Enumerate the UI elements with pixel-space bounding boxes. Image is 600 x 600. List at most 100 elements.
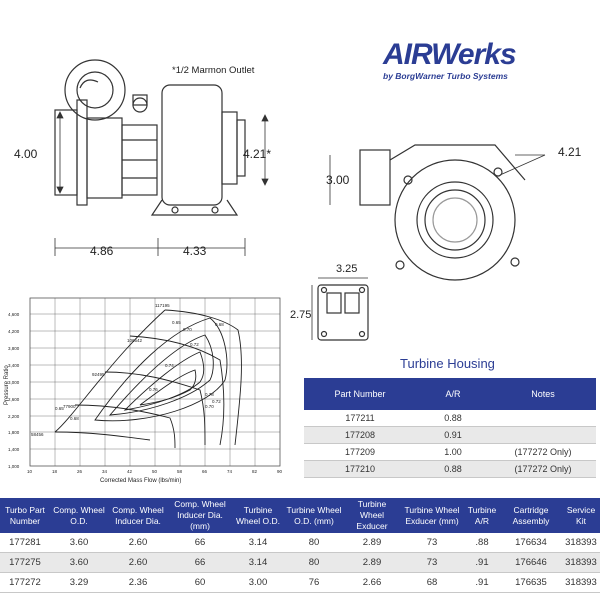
table-cell: 0.88 — [416, 460, 490, 478]
y-tick: 1,000 — [8, 464, 20, 469]
outlet-note: *1/2 Marmon Outlet — [172, 65, 255, 76]
table-cell: 3.60 — [50, 552, 108, 573]
turbine-header-ar: A/R — [416, 378, 490, 410]
table-cell: 66 — [168, 552, 232, 573]
y-tick: 3,800 — [8, 346, 20, 351]
dim-width-left: 4.86 — [90, 244, 114, 258]
y-tick: 3,400 — [8, 363, 20, 368]
efficiency-label: 0.65 — [172, 320, 181, 325]
table-cell: 3.00 — [232, 572, 284, 593]
y-tick: 1,800 — [8, 430, 20, 435]
table-cell: 177210 — [304, 460, 416, 478]
dim-end-diameter: 4.21 — [558, 145, 582, 159]
table-cell: 3.29 — [50, 572, 108, 593]
table-cell: 2.89 — [344, 533, 400, 553]
y-tick: 4,200 — [8, 329, 20, 334]
efficiency-label: 0.70 — [205, 404, 214, 409]
table-cell: 3.60 — [50, 533, 108, 553]
spec-header: Turbine A/R — [464, 498, 500, 533]
efficiency-label: 0.72 — [212, 399, 221, 404]
table-cell: 3.14 — [232, 533, 284, 553]
table-cell: 176634 — [500, 533, 562, 553]
speed-label: 92495 — [92, 372, 105, 377]
y-tick: 4,600 — [8, 312, 20, 317]
spec-header: Turbine Wheel O.D. — [232, 498, 284, 533]
logo-tagline: by BorgWarner Turbo Systems — [383, 71, 508, 81]
table-cell: 66 — [168, 533, 232, 553]
table-cell: 318393 — [562, 533, 600, 553]
y-tick: 1,400 — [8, 447, 20, 452]
table-cell: 176646 — [500, 552, 562, 573]
turbine-header-part: Part Number — [304, 378, 416, 410]
speed-label: 106542 — [127, 338, 143, 343]
table-cell: 177211 — [304, 410, 416, 427]
logo-wordmark: AIRWerks — [383, 38, 517, 71]
table-cell: 177281 — [0, 533, 50, 553]
efficiency-label: 0.74 — [165, 363, 174, 368]
table-cell: 0.88 — [416, 410, 490, 427]
table-row: 177210 0.88 (177272 Only) — [304, 460, 596, 478]
map-xlabel: Corrected Mass Flow (lbs/min) — [100, 478, 181, 484]
efficiency-label: 0.68 — [70, 416, 79, 421]
x-tick: 66 — [202, 469, 208, 474]
speed-label: 117195 — [155, 303, 170, 308]
table-cell: 2.60 — [108, 552, 168, 573]
efficiency-label: 0.65 — [55, 406, 64, 411]
table-cell: 68 — [400, 572, 464, 593]
table-row: 177211 0.88 — [304, 410, 596, 427]
table-cell: .91 — [464, 552, 500, 573]
table-cell: 73 — [400, 533, 464, 553]
table-cell: 2.66 — [344, 572, 400, 593]
table-cell: (177272 Only) — [490, 460, 596, 478]
flange-width: 3.25 — [336, 263, 357, 275]
table-cell: 177208 — [304, 426, 416, 444]
dim-width-right: 4.33 — [183, 244, 207, 258]
table-cell: 176635 — [500, 572, 562, 593]
flange-height: 2.75 — [290, 309, 311, 321]
x-tick: 82 — [252, 469, 258, 474]
compressor-map: 1,000 1,400 1,800 2,200 2,600 3,000 3,40… — [4, 297, 283, 484]
table-cell: 2.60 — [108, 533, 168, 553]
table-cell: 318393 — [562, 572, 600, 593]
spec-header: Turbine Wheel O.D. (mm) — [284, 498, 344, 533]
x-tick: 10 — [27, 469, 33, 474]
table-cell: 3.14 — [232, 552, 284, 573]
table-cell: 177272 — [0, 572, 50, 593]
table-row: 177281 3.60 2.60 66 3.14 80 2.89 73 .88 … — [0, 533, 600, 553]
spec-header: Cartridge Assembly — [500, 498, 562, 533]
dim-height-left: 4.00 — [14, 147, 38, 161]
y-tick: 3,000 — [8, 380, 20, 385]
x-tick: 74 — [227, 469, 233, 474]
spec-header: Turbo Part Number — [0, 498, 50, 533]
table-cell: 177209 — [304, 443, 416, 461]
x-tick: 18 — [52, 469, 58, 474]
table-cell: .88 — [464, 533, 500, 553]
table-cell: 1.00 — [416, 443, 490, 461]
table-cell: .91 — [464, 572, 500, 593]
airwerks-logo: AIRWerks by BorgWarner Turbo Systems — [383, 40, 543, 85]
efficiency-label: 0.76 — [149, 387, 158, 392]
table-cell: 177275 — [0, 552, 50, 573]
efficiency-label: 0.68 — [215, 322, 224, 327]
x-tick: 90 — [277, 469, 283, 474]
turbine-housing-title: Turbine Housing — [400, 356, 495, 371]
x-tick: 58 — [177, 469, 183, 474]
table-cell: 2.89 — [344, 552, 400, 573]
table-cell: 76 — [284, 572, 344, 593]
x-tick: 42 — [127, 469, 133, 474]
x-tick: 26 — [77, 469, 83, 474]
end-view-drawing: 3.00 4.21 3.25 2.75 — [290, 144, 582, 341]
spec-header: Turbine Wheel Exducer — [344, 498, 400, 533]
turbine-header-notes: Notes — [490, 378, 596, 410]
dim-outlet: 4.21* — [243, 147, 271, 161]
spec-header: Comp. Wheel O.D. — [50, 498, 108, 533]
efficiency-label: 0.78 — [205, 392, 214, 397]
spec-header: Comp. Wheel Inducer Dia. (mm) — [168, 498, 232, 533]
table-cell — [490, 410, 596, 427]
x-tick: 34 — [102, 469, 108, 474]
efficiency-label: 0.72 — [190, 342, 199, 347]
table-cell: 80 — [284, 552, 344, 573]
turbo-spec-table: Turbo Part Number Comp. Wheel O.D. Comp.… — [0, 498, 600, 593]
table-cell: 0.91 — [416, 426, 490, 444]
